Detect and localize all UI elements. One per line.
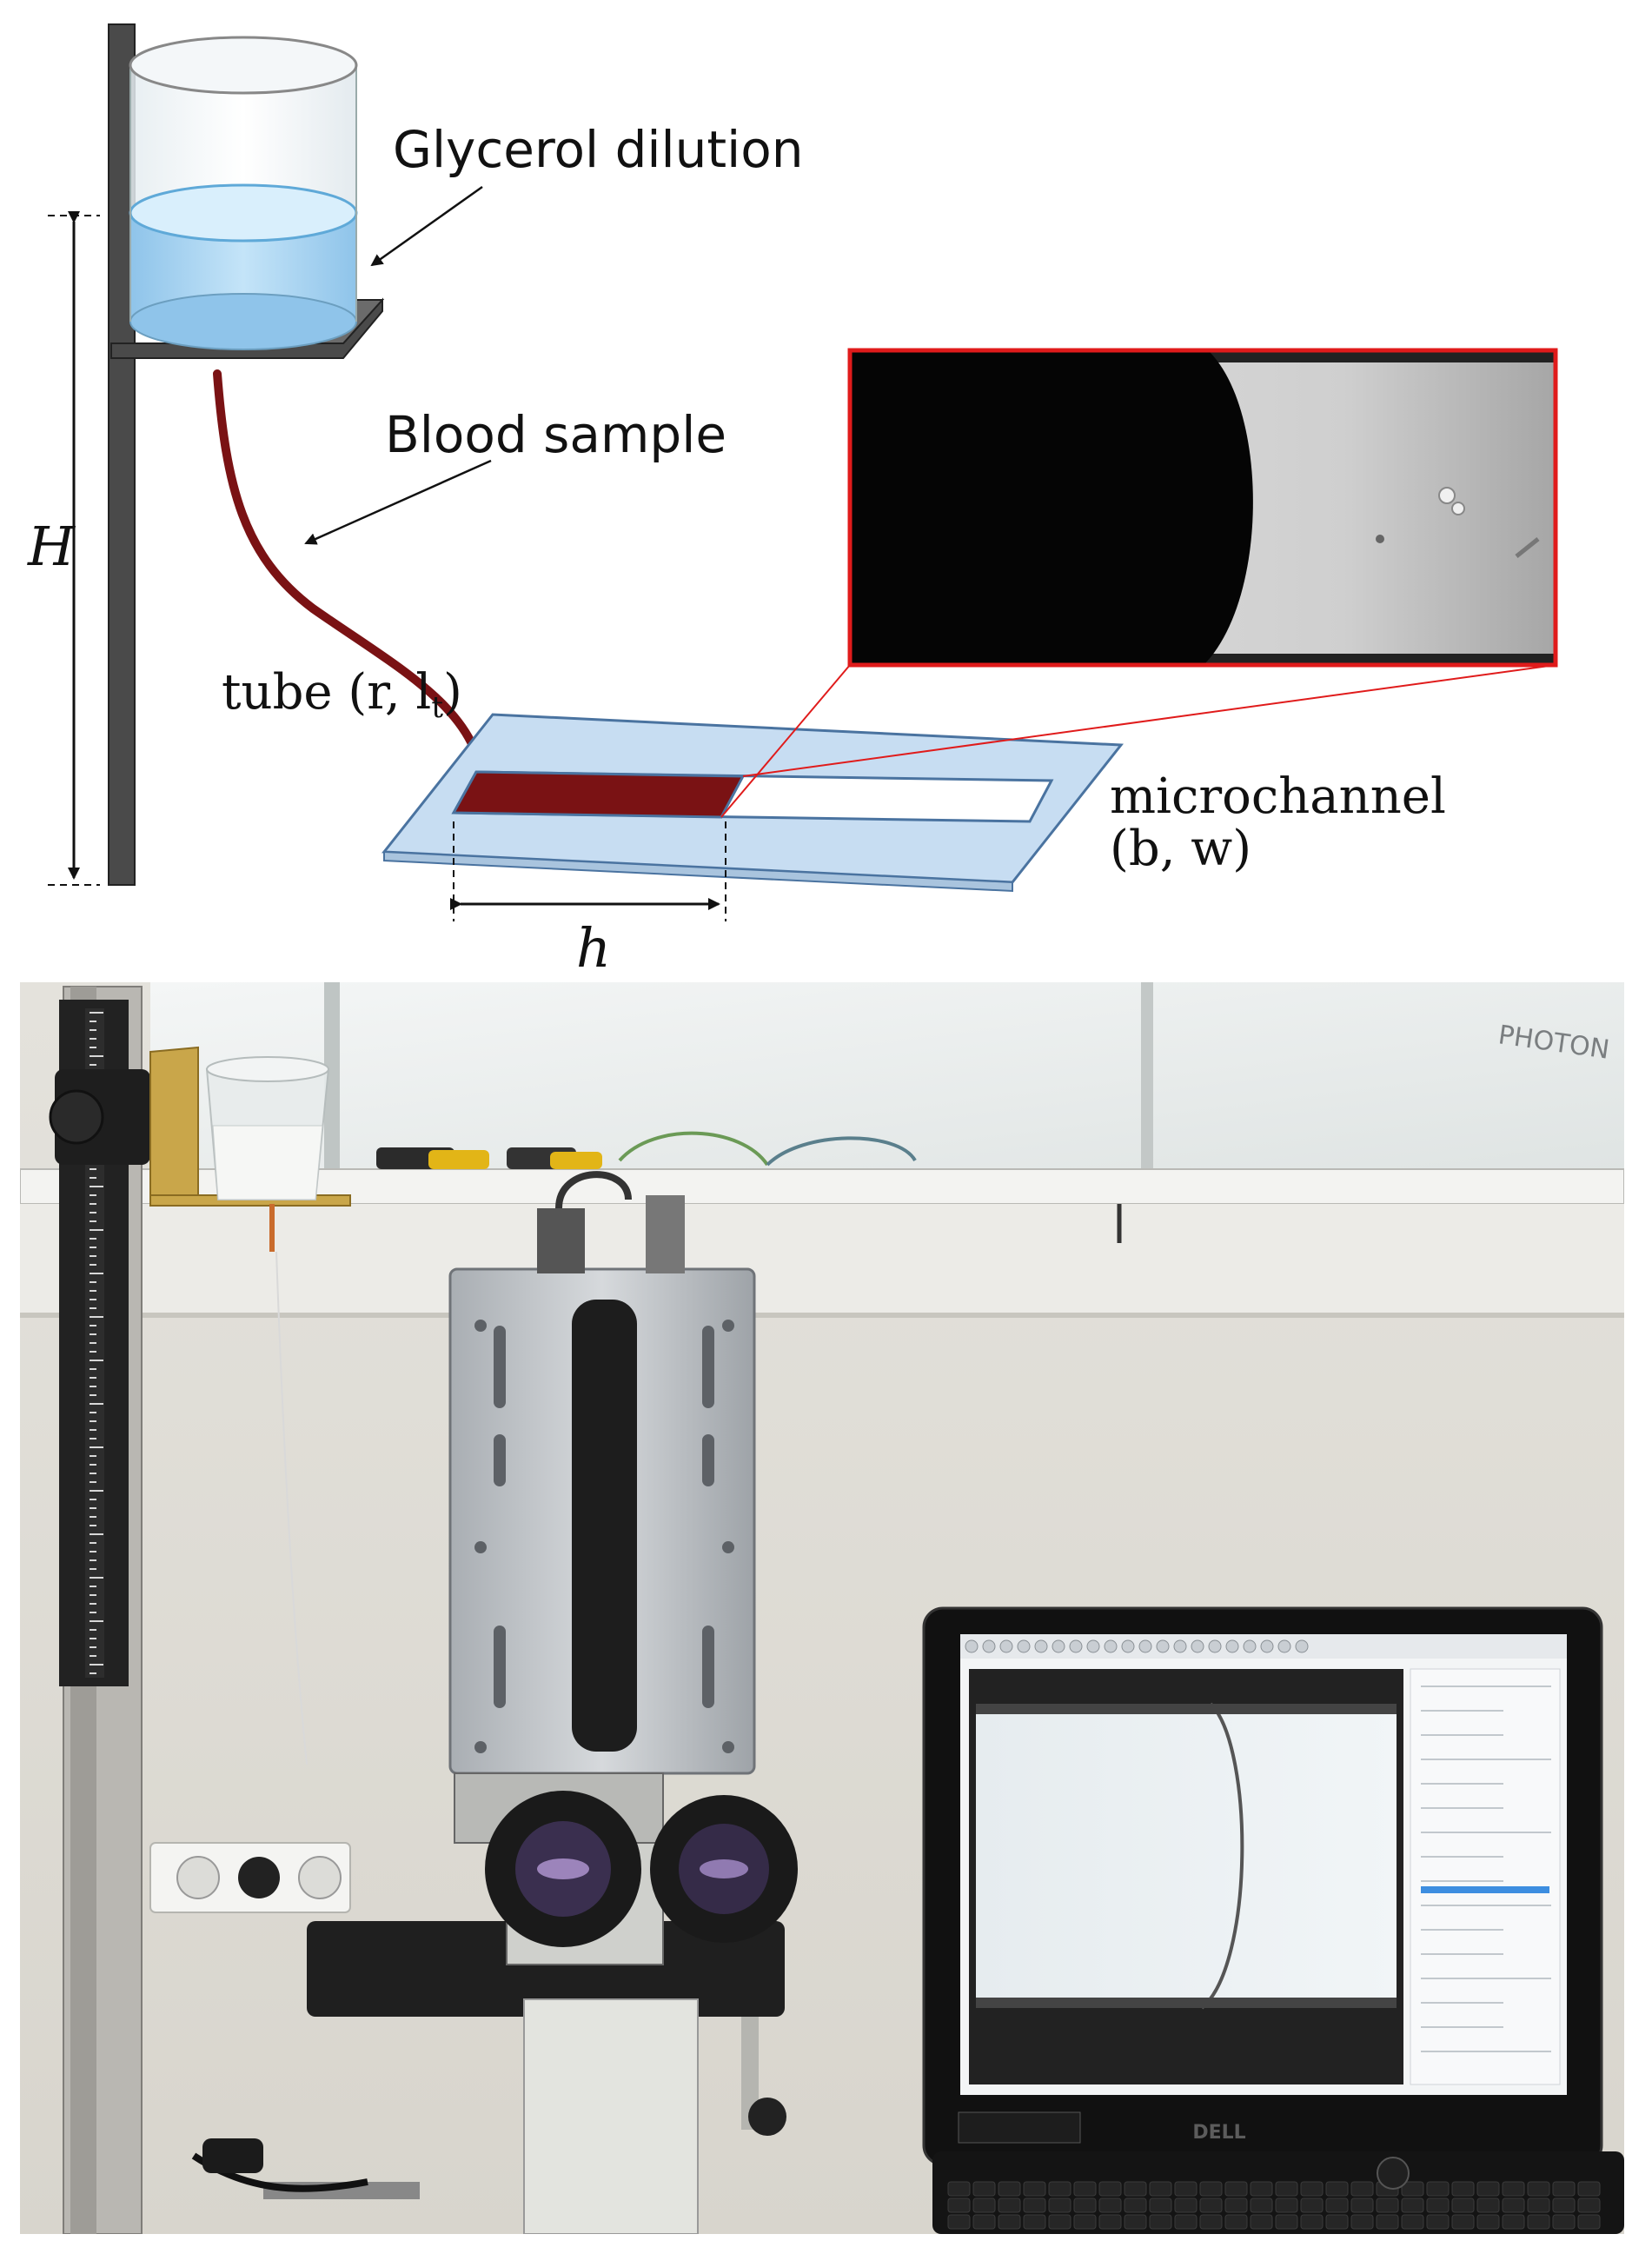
microchannel-params-label: (b, w) xyxy=(1110,821,1251,877)
microscope xyxy=(263,1772,798,2234)
high-speed-camera xyxy=(448,1171,756,1775)
height-label: H xyxy=(27,515,76,578)
beaker-icon xyxy=(129,36,358,350)
screen-side-panel xyxy=(1410,1668,1561,2085)
microscope-inset xyxy=(847,348,1558,668)
camera-handle xyxy=(572,1300,637,1752)
blood-filling xyxy=(451,770,746,819)
tube-label: tube (r, lt) xyxy=(222,664,462,725)
blood-sample-label: Blood sample xyxy=(385,405,726,464)
setup-photo: PHOTON xyxy=(20,982,1624,2234)
computer-monitor: DELL xyxy=(922,1606,1603,2166)
glycerol-cup xyxy=(205,1056,330,1200)
keyboard xyxy=(932,2151,1624,2234)
microchannel-label: microchannel xyxy=(1110,768,1446,825)
blood-tube xyxy=(213,369,488,800)
monitor-brand: DELL xyxy=(1192,2122,1245,2144)
glycerol-dilution-label: Glycerol dilution xyxy=(393,120,803,179)
setup-schematic: H Glycerol dilution Blood sample tube (r… xyxy=(27,23,1558,978)
length-label: h xyxy=(576,916,611,978)
